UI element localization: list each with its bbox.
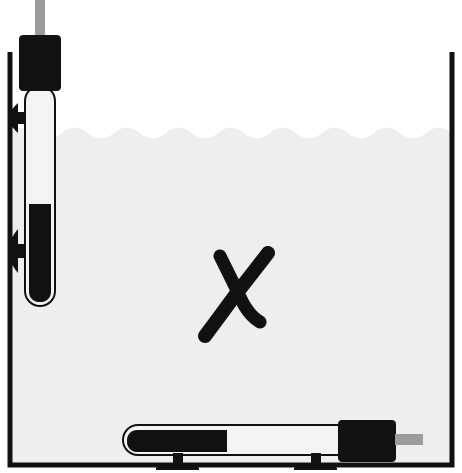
vertical-heater-icon	[8, 0, 61, 307]
suction-cup-left	[156, 463, 199, 470]
x-mark-stroke-2	[198, 246, 275, 343]
suction-cup-lower	[8, 229, 18, 273]
horizontal-heater-element	[127, 430, 227, 452]
vertical-heater-cable	[35, 0, 45, 39]
vertical-heater-element	[29, 204, 51, 302]
suction-cup-lower-stem	[18, 244, 26, 258]
suction-cup-right-stem	[311, 453, 321, 465]
horizontal-heater-cap	[338, 420, 396, 462]
suction-cup-right	[294, 463, 337, 470]
suction-cup-upper-stem	[18, 112, 26, 124]
horizontal-heater-element-end	[217, 430, 227, 452]
x-mark-icon	[198, 246, 275, 343]
horizontal-heater-icon	[122, 420, 423, 470]
vertical-heater-cap	[19, 35, 61, 91]
x-mark-label: X	[0, 0, 1, 1]
suction-cup-upper	[8, 103, 18, 133]
vertical-heater-element-top	[29, 204, 51, 214]
suction-cup-left-stem	[173, 453, 183, 465]
x-mark-stroke-1	[213, 249, 267, 329]
horizontal-heater-cable	[395, 434, 423, 445]
